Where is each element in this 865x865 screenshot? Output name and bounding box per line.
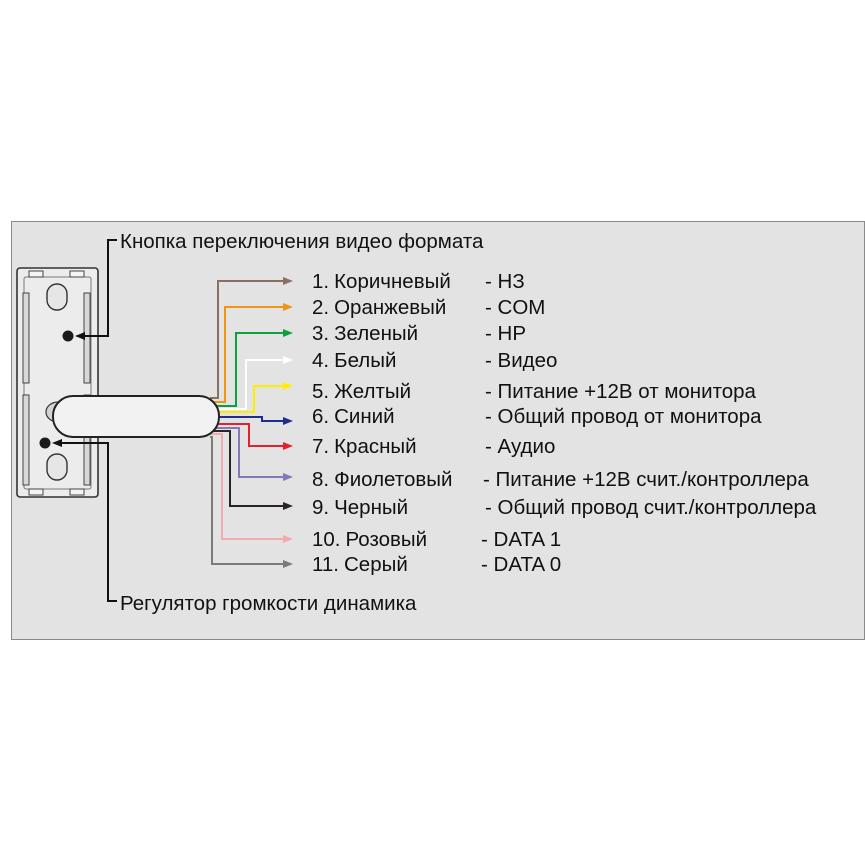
wire-lines — [210, 277, 293, 568]
wire-line-5 — [210, 382, 293, 413]
wire-num: 4. — [312, 349, 329, 372]
wire-line-8 — [210, 427, 293, 481]
wire-color-name: Розовый — [346, 528, 428, 551]
svg-text:3.Зеленый: 3.Зеленый — [312, 322, 418, 345]
wire-color-name: Белый — [334, 349, 396, 372]
wire-color-name: Серый — [344, 553, 408, 576]
wire-signal: - Общий провод от монитора — [485, 405, 762, 428]
wire-line-9 — [210, 430, 293, 510]
wire-color-name: Коричневый — [334, 270, 451, 293]
wire-line-10 — [210, 433, 293, 543]
wire-num: 7. — [312, 435, 329, 458]
svg-text:6.Синий: 6.Синий — [312, 405, 395, 428]
wire-num: 1. — [312, 270, 329, 293]
wire-line-4 — [210, 356, 293, 410]
svg-text:1.Коричневый: 1.Коричневый — [312, 270, 451, 293]
wire-signal: - НЗ — [485, 270, 525, 293]
wire-num: 2. — [312, 296, 329, 319]
video-format-label: Кнопка переключения видео формата — [120, 230, 484, 253]
wire-signal: - DATA 0 — [481, 553, 561, 576]
wire-color-name: Красный — [334, 435, 417, 458]
wire-num: 8. — [312, 468, 329, 491]
svg-text:2.Оранжевый: 2.Оранжевый — [312, 296, 446, 319]
wire-line-11 — [210, 436, 293, 568]
wire-num: 9. — [312, 496, 329, 519]
volume-label: Регулятор громкости динамика — [120, 592, 417, 615]
wire-line-6 — [210, 416, 293, 425]
svg-text:4.Белый: 4.Белый — [312, 349, 396, 372]
video-format-button[interactable] — [62, 330, 74, 342]
wire-num: 10. — [312, 528, 341, 551]
wire-signal: - НР — [485, 322, 526, 345]
svg-text:8.Фиолетовый: 8.Фиолетовый — [312, 468, 452, 491]
wire-num: 6. — [312, 405, 329, 428]
wire-num: 3. — [312, 322, 329, 345]
svg-text:11.Серый: 11.Серый — [312, 553, 408, 576]
wire-signal: - COM — [485, 296, 545, 319]
svg-text:5.Желтый: 5.Желтый — [312, 380, 411, 403]
wire-line-7 — [210, 423, 293, 450]
wire-num: 5. — [312, 380, 329, 403]
wire-signal: - DATA 1 — [481, 528, 561, 551]
wire-color-name: Фиолетовый — [334, 468, 452, 491]
wire-legend: 1.Коричневый - НЗ 2.Оранжевый - COM 3.Зе… — [312, 270, 817, 576]
svg-text:7.Красный: 7.Красный — [312, 435, 417, 458]
svg-text:9.Черный: 9.Черный — [312, 496, 408, 519]
wire-color-name: Зеленый — [334, 322, 418, 345]
wire-color-name: Оранжевый — [334, 296, 446, 319]
wire-color-name: Черный — [334, 496, 408, 519]
wire-color-name: Желтый — [334, 380, 411, 403]
wire-line-2 — [210, 303, 293, 403]
wire-num: 11. — [312, 553, 339, 576]
wire-color-name: Синий — [334, 405, 394, 428]
callout-leaders — [52, 239, 117, 602]
wire-signal: - Аудио — [485, 435, 555, 458]
wire-signal: - Питание +12В от монитора — [485, 380, 757, 403]
volume-knob[interactable] — [39, 437, 51, 449]
wire-signal: - Общий провод счит./контроллера — [485, 496, 817, 519]
wire-signal: - Видео — [485, 349, 557, 372]
device — [16, 267, 99, 498]
svg-text:10.Розовый: 10.Розовый — [312, 528, 427, 551]
wire-line-1 — [210, 277, 293, 399]
wire-signal: - Питание +12В счит./контроллера — [483, 468, 809, 491]
cable-housing — [52, 395, 220, 438]
wire-line-3 — [210, 329, 293, 407]
